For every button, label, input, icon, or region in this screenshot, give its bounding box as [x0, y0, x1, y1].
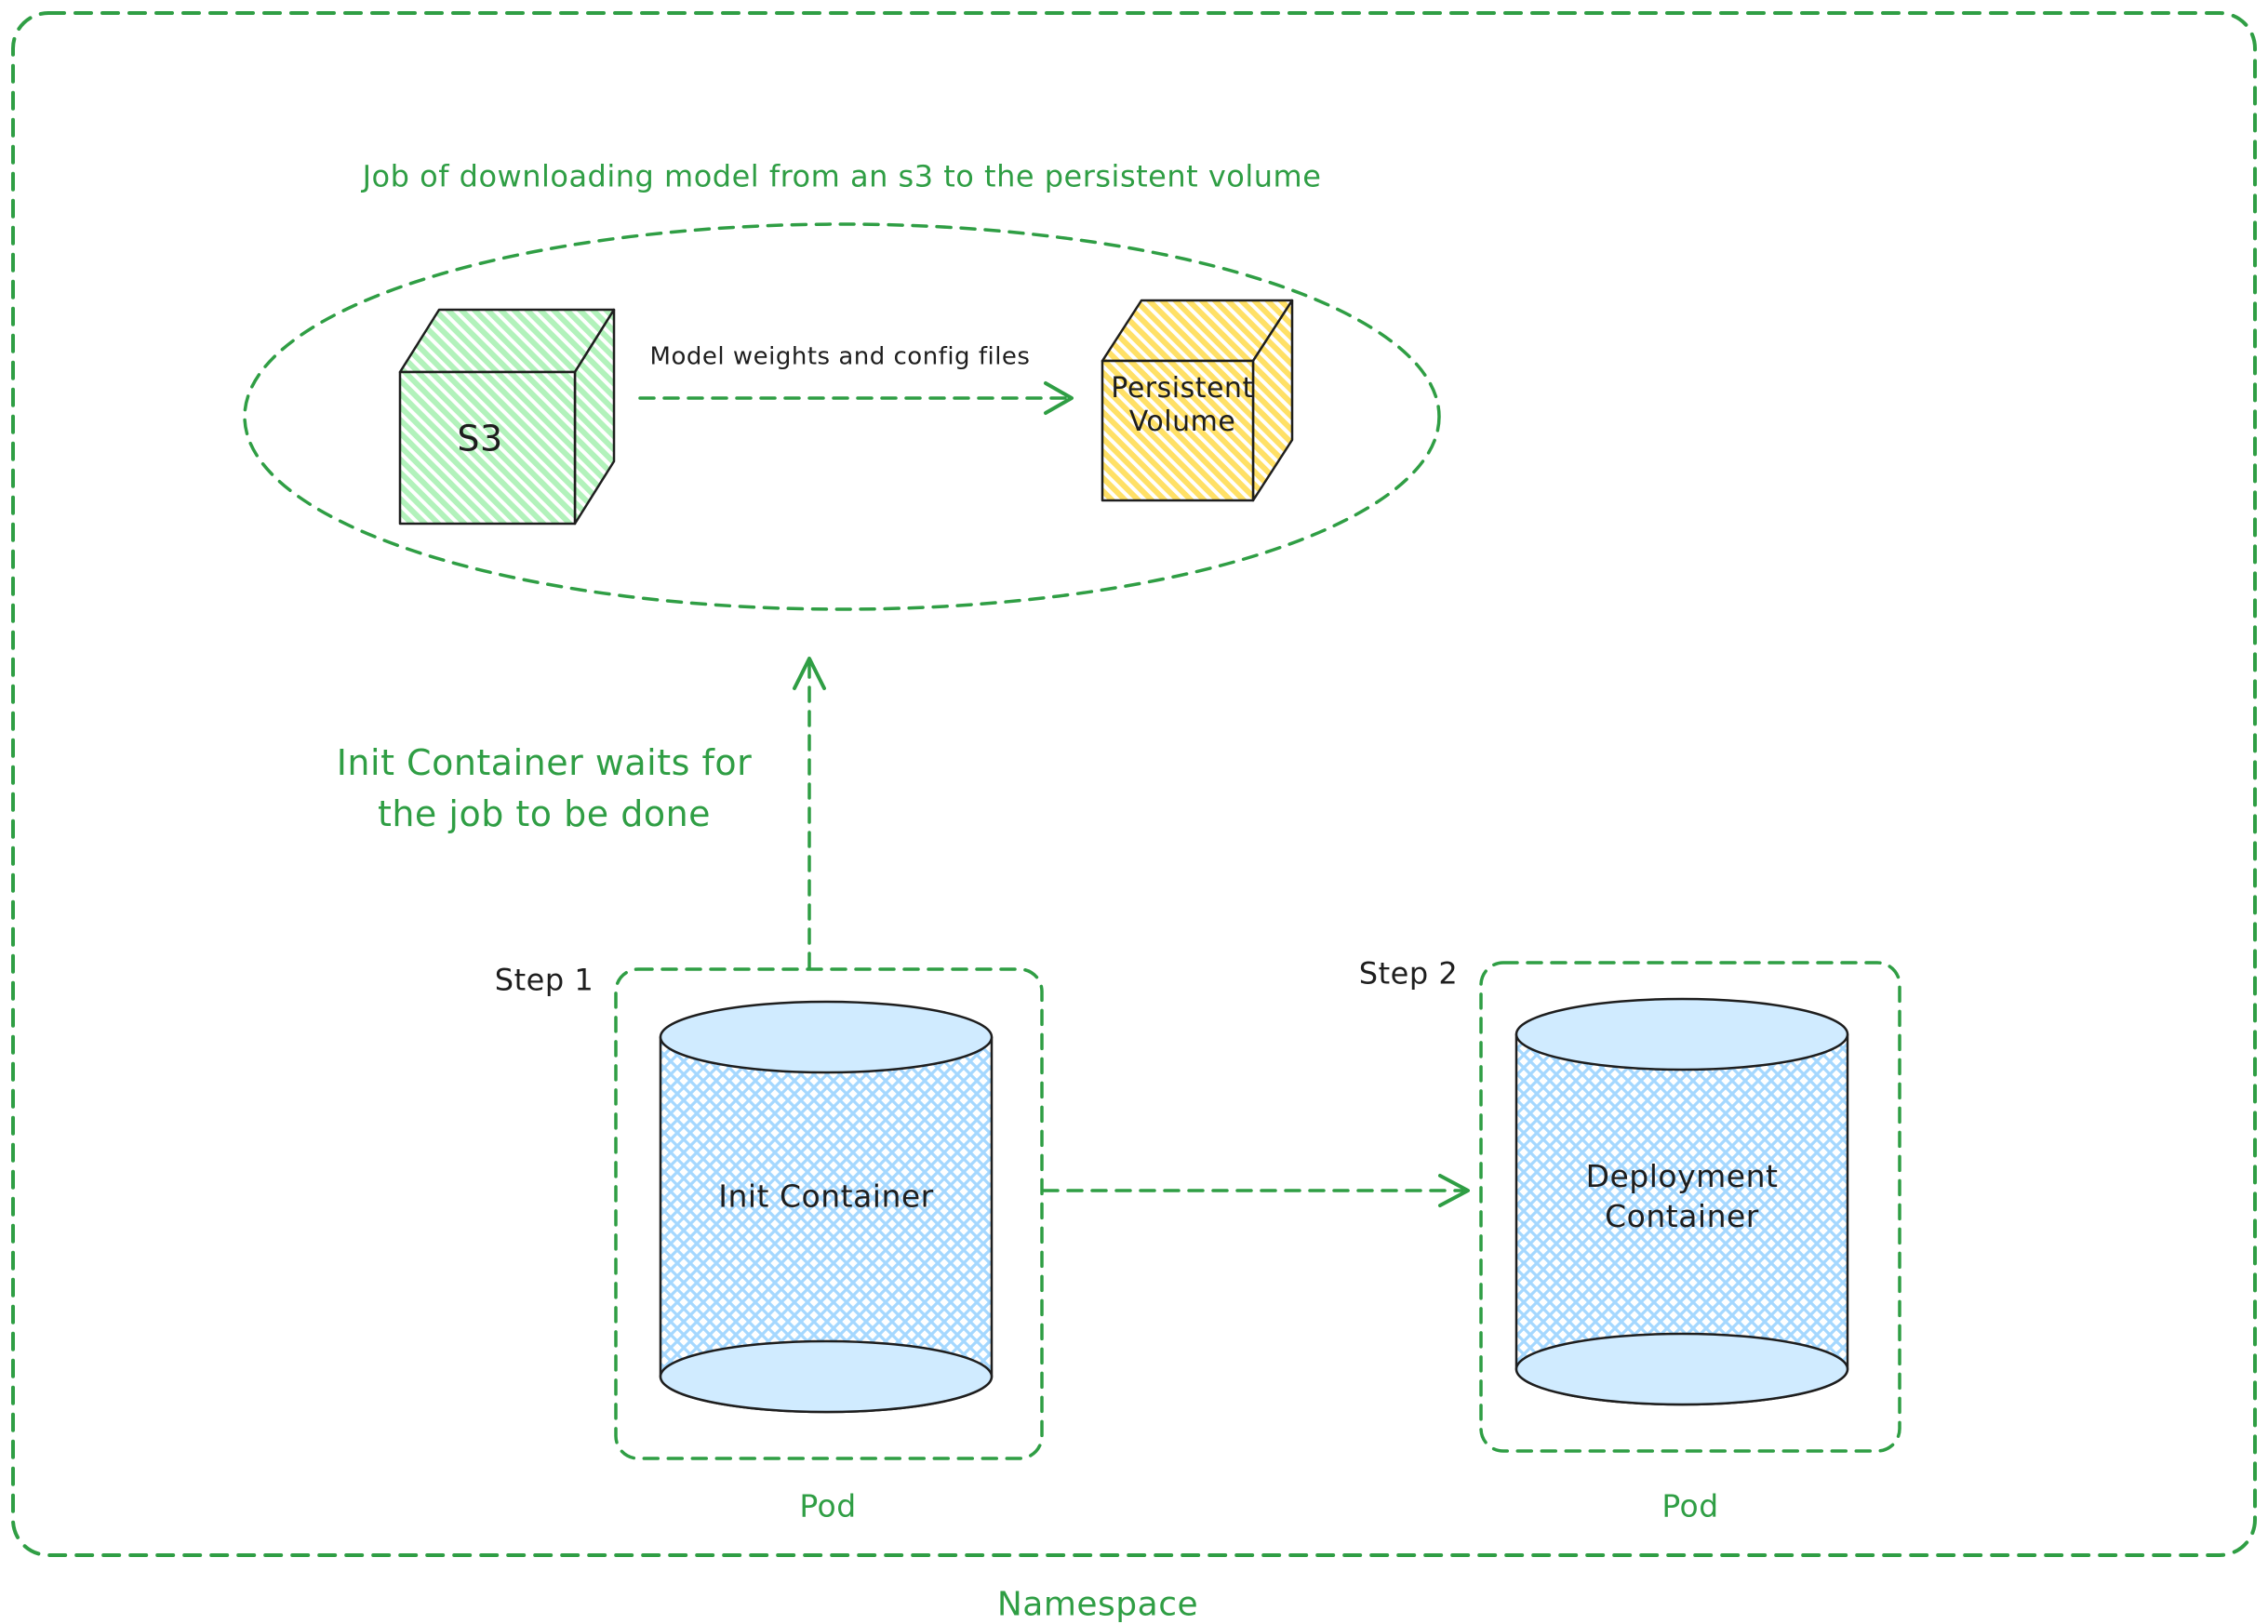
deployment-container-label: Deployment Container	[1585, 1158, 1779, 1234]
persistent-volume-cube-icon	[1101, 299, 1294, 502]
init-wait-arrow	[793, 657, 826, 969]
pod1-border	[614, 967, 1044, 1460]
transfer-arrow-label: Model weights and config files	[649, 342, 1031, 371]
job-title: Job of downloading model from an s3 to t…	[362, 158, 1322, 194]
s3-cube-icon	[398, 308, 616, 526]
s3-label: S3	[457, 418, 503, 459]
pod2-border	[1479, 961, 1901, 1453]
pod2-label: Pod	[1661, 1487, 1719, 1524]
pod1-label: Pod	[799, 1487, 857, 1524]
namespace-border	[11, 11, 2257, 1557]
deployment-container-cylinder-icon	[1514, 997, 1849, 1406]
pod1-to-pod2-arrow	[1042, 1174, 1470, 1207]
namespace-label: Namespace	[996, 1585, 1199, 1624]
job-group-ellipse	[243, 222, 1441, 611]
step2-label: Step 2	[1358, 955, 1459, 992]
step1-label: Step 1	[494, 962, 594, 998]
init-wait-note: Init Container waits for the job to be d…	[336, 741, 753, 834]
s3-to-pv-arrow	[638, 381, 1074, 415]
init-container-label: Init Container	[718, 1178, 934, 1215]
init-container-cylinder-icon	[659, 1000, 994, 1414]
persistent-volume-label: Persistent Volume	[1111, 372, 1254, 438]
